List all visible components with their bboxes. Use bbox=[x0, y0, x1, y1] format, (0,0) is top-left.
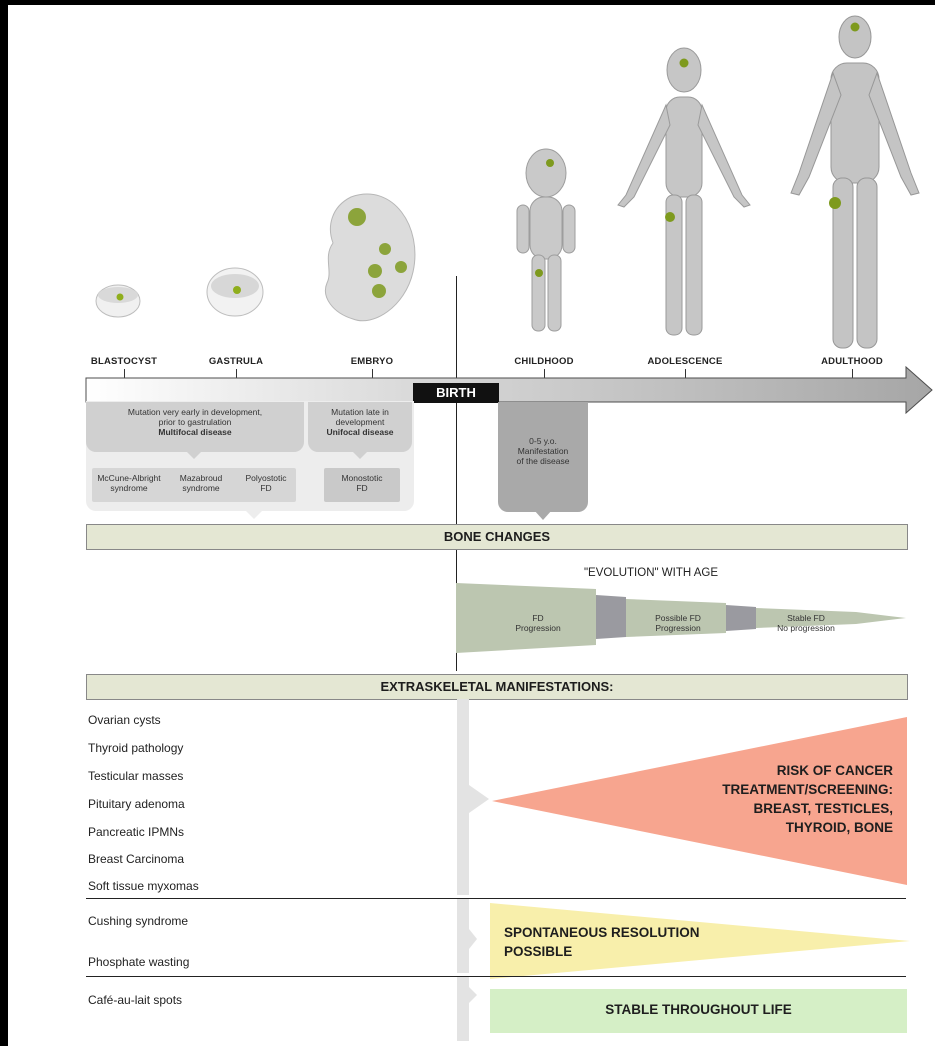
syndrome-line1: McCune-Albright bbox=[92, 473, 166, 483]
bone-phase-line2: Progression bbox=[628, 623, 728, 633]
syndrome-mccune-albright: McCune-Albright syndrome bbox=[92, 473, 166, 493]
manifestation-item: Thyroid pathology bbox=[88, 741, 183, 755]
figure-canvas: BLASTOCYST GASTRULA EMBRYO CHILDHOOD ADO… bbox=[8, 5, 935, 1046]
bone-phase-line2: No progression bbox=[756, 623, 856, 633]
adolescent-figure bbox=[608, 45, 758, 345]
extraskeletal-title: EXTRASKELETAL MANIFESTATIONS: bbox=[380, 679, 613, 694]
childhood-line2: Manifestation bbox=[498, 446, 588, 456]
syndrome-line2: syndrome bbox=[166, 483, 236, 493]
extraskeletal-band: EXTRASKELETAL MANIFESTATIONS: bbox=[86, 674, 908, 700]
late-mutation-text-1: Mutation late in bbox=[308, 407, 412, 417]
early-mutation-text-2: prior to gastrulation bbox=[86, 417, 304, 427]
syndromes-box: McCune-Albright syndrome Mazabroud syndr… bbox=[92, 468, 296, 502]
syndrome-line1: Polyostotic bbox=[236, 473, 296, 483]
gastrula-illustration bbox=[200, 260, 270, 320]
early-mutation-title: Multifocal disease bbox=[86, 427, 304, 437]
bone-phase-line1: Possible FD bbox=[628, 613, 728, 623]
cancer-note-line4: THYROID, BONE bbox=[648, 818, 893, 837]
prenatal-pointer bbox=[244, 509, 264, 521]
bone-phase-line1: FD bbox=[478, 613, 598, 623]
manifestation-item: Café-au-lait spots bbox=[88, 993, 182, 1007]
cancer-note-line3: BREAST, TESTICLES, bbox=[648, 799, 893, 818]
group-divider bbox=[86, 898, 906, 899]
syndrome-polyostotic-fd: Polyostotic FD bbox=[236, 473, 296, 493]
resolution-note-line2: POSSIBLE bbox=[504, 942, 700, 961]
manifestation-item: Pituitary adenoma bbox=[88, 797, 185, 811]
adult-figure bbox=[783, 13, 928, 358]
manifestation-item: Testicular masses bbox=[88, 769, 183, 783]
evolution-title: "EVOLUTION" WITH AGE bbox=[456, 567, 846, 579]
cancer-note-line1: RISK OF CANCER bbox=[648, 761, 893, 780]
childhood-pointer bbox=[534, 510, 552, 522]
syndrome-line2: syndrome bbox=[92, 483, 166, 493]
bone-changes-band: BONE CHANGES bbox=[86, 524, 908, 550]
early-mutation-box: Mutation very early in development, prio… bbox=[86, 402, 304, 452]
resolution-note-line1: SPONTANEOUS RESOLUTION bbox=[504, 923, 700, 942]
bone-phase-2: Possible FD Progression bbox=[628, 613, 728, 633]
late-mutation-title: Unifocal disease bbox=[308, 427, 412, 437]
manifestation-brace bbox=[455, 699, 495, 1041]
child-figure bbox=[508, 145, 583, 340]
late-mutation-box: Mutation late in development Unifocal di… bbox=[308, 402, 412, 452]
birth-label-text: BIRTH bbox=[436, 385, 476, 400]
cancer-risk-note: RISK OF CANCER TREATMENT/SCREENING: BREA… bbox=[648, 761, 893, 837]
early-mutation-text-1: Mutation very early in development, bbox=[86, 407, 304, 417]
late-mutation-text-2: development bbox=[308, 417, 412, 427]
early-mutation-pointer bbox=[186, 451, 202, 461]
manifestation-item: Soft tissue myxomas bbox=[88, 879, 199, 893]
bone-phase-3: Stable FD No progression bbox=[756, 613, 856, 633]
manifestation-item: Ovarian cysts bbox=[88, 713, 161, 727]
blastocyst-illustration bbox=[88, 273, 148, 323]
bone-phase-line2: Progression bbox=[478, 623, 598, 633]
manifestation-item: Pancreatic IPMNs bbox=[88, 825, 184, 839]
monostotic-box: Monostotic FD bbox=[324, 468, 400, 502]
bone-phase-line1: Stable FD bbox=[756, 613, 856, 623]
manifestation-item: Phosphate wasting bbox=[88, 955, 189, 969]
stable-note: STABLE THROUGHOUT LIFE bbox=[490, 1002, 907, 1017]
manifestation-item: Cushing syndrome bbox=[88, 914, 188, 928]
resolution-note: SPONTANEOUS RESOLUTION POSSIBLE bbox=[504, 923, 700, 961]
group-divider bbox=[86, 976, 906, 977]
birth-label: BIRTH bbox=[413, 383, 499, 403]
cancer-note-line2: TREATMENT/SCREENING: bbox=[648, 780, 893, 799]
bone-phase-1: FD Progression bbox=[478, 613, 598, 633]
syndrome-line1: Mazabroud bbox=[166, 473, 236, 483]
monostotic-line1: Monostotic bbox=[324, 473, 400, 483]
bone-changes-title: BONE CHANGES bbox=[444, 529, 550, 544]
syndrome-mazabroud: Mazabroud syndrome bbox=[166, 473, 236, 493]
manifestation-item: Breast Carcinoma bbox=[88, 852, 184, 866]
childhood-line3: of the disease bbox=[498, 456, 588, 466]
embryo-illustration bbox=[313, 187, 423, 332]
childhood-line1: 0-5 y.o. bbox=[498, 436, 588, 446]
childhood-manifestation-box: 0-5 y.o. Manifestation of the disease bbox=[498, 402, 588, 512]
late-mutation-pointer bbox=[352, 451, 368, 461]
monostotic-line2: FD bbox=[324, 483, 400, 493]
syndrome-line2: FD bbox=[236, 483, 296, 493]
